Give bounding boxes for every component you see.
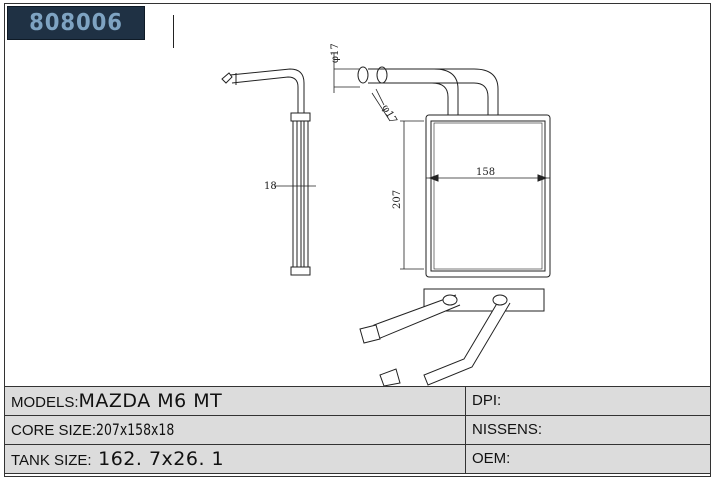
dpi-label: DPI:	[472, 392, 502, 409]
core-size-value: 207x158x18	[96, 420, 175, 439]
dpi-cell: DPI:	[465, 386, 711, 416]
spec-row-tank: TANK SIZE: 162. 7x26. 1 OEM:	[4, 444, 711, 474]
pipe-diameter-top: φ17	[330, 43, 341, 63]
bottom-view	[359, 288, 545, 386]
core-size-cell: CORE SIZE:207x158x18	[4, 415, 466, 445]
oem-label: OEM:	[472, 450, 511, 467]
models-label: MODELS:	[11, 394, 79, 411]
oem-cell: OEM:	[465, 444, 711, 474]
spec-row-models: MODELS:MAZDA M6 MT DPI:	[4, 386, 711, 416]
spec-row-core: CORE SIZE:207x158x18 NISSENS:	[4, 415, 711, 445]
width-dimension: 158	[476, 167, 495, 178]
text-cursor	[173, 15, 174, 48]
nissens-cell: NISSENS:	[465, 415, 711, 445]
nissens-label: NISSENS:	[472, 421, 543, 438]
thickness-dimension: 18	[264, 181, 277, 192]
front-view	[400, 114, 551, 278]
tank-size-cell: TANK SIZE: 162. 7x26. 1	[4, 444, 466, 474]
core-size-label: CORE SIZE:	[11, 422, 97, 439]
side-view	[221, 68, 316, 276]
part-number: 808006	[29, 10, 123, 36]
pipe-top-view	[333, 53, 499, 122]
models-cell: MODELS:MAZDA M6 MT	[4, 386, 466, 416]
height-dimension: 207	[392, 190, 403, 209]
tank-size-value: 162. 7x26. 1	[91, 448, 225, 470]
heater-core-drawing: 18 158 207 φ17 φ17	[221, 43, 551, 386]
tank-size-label: TANK SIZE:	[11, 452, 92, 469]
pipe-diameter-angled: φ17	[379, 103, 398, 126]
part-number-badge: 808006	[7, 6, 145, 40]
spec-table: MODELS:MAZDA M6 MT DPI: CORE SIZE:207x15…	[4, 386, 711, 474]
models-value: MAZDA M6 MT	[78, 390, 223, 412]
